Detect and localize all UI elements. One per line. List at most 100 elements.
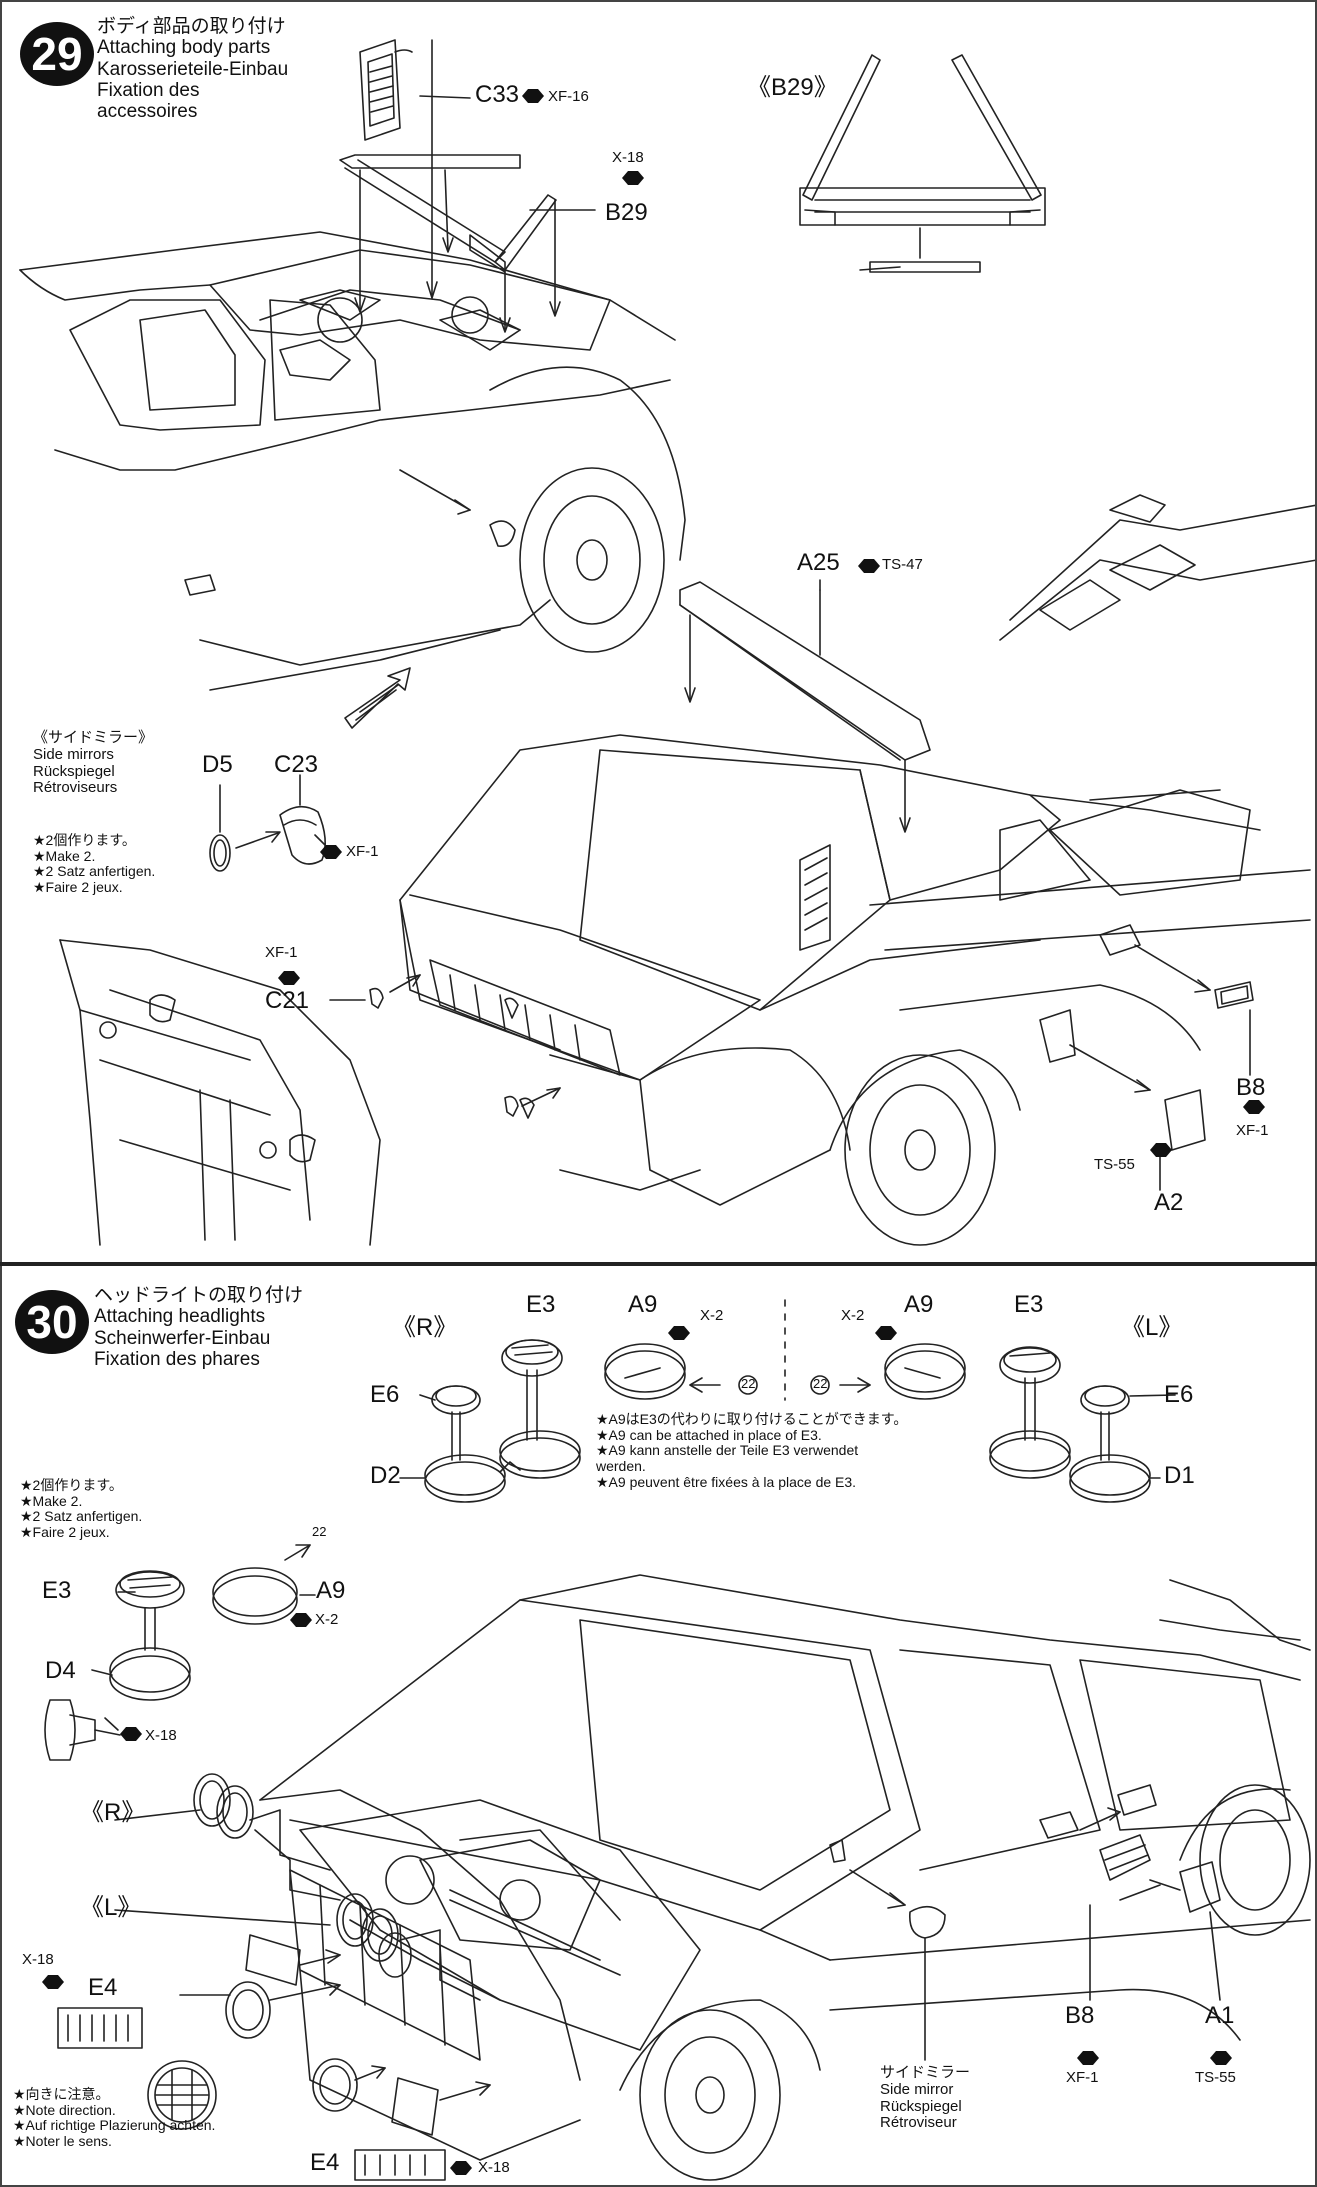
label-x18-b29: X-18 xyxy=(612,149,644,166)
step-number-badge-30: 30 xyxy=(15,1290,89,1354)
alt-note-de-1: ★A9 kann anstelle der Teile E3 verwendet xyxy=(596,1442,859,1459)
side-mirror-de: Rückspiegel xyxy=(880,2097,962,2115)
step29-title-fr-2: accessoires xyxy=(97,101,198,123)
label-b8: B8 xyxy=(1236,1074,1266,1101)
label-e3-small: E3 xyxy=(42,1577,72,1604)
part-b29 xyxy=(339,154,596,333)
side-mirror-ja: サイドミラー xyxy=(880,2064,971,2081)
label-b29-view: 《B29》 xyxy=(747,74,838,101)
make2-note-block: ★2個作ります。 ★Make 2. ★2 Satz anfertigen. ★F… xyxy=(20,1477,143,1541)
label-d1: D1 xyxy=(1164,1462,1195,1489)
label-e6-right: E6 xyxy=(1164,1381,1194,1408)
headlight-detail-left xyxy=(44,1544,311,1761)
side-mirrors-note-de: ★2 Satz anfertigen. xyxy=(33,863,156,880)
label-xf1-c23: XF-1 xyxy=(346,843,379,860)
side-mirror-note-block: サイドミラー Side mirror Rückspiegel Rétrovise… xyxy=(880,2064,971,2132)
label-a2: A2 xyxy=(1154,1189,1184,1216)
side-mirror-fr: Rétroviseur xyxy=(880,2114,957,2132)
make2-de: ★2 Satz anfertigen. xyxy=(20,1508,143,1525)
side-mirrors-heading-de: Rückspiegel xyxy=(33,762,115,780)
label-e4-bottom: E4 xyxy=(310,2149,340,2176)
label-a1: A1 xyxy=(1205,2002,1235,2029)
side-mirrors-note-ja: ★2個作ります。 xyxy=(33,832,136,848)
label-x2-small: X-2 xyxy=(315,1611,339,1628)
label-xf1-c21: XF-1 xyxy=(265,944,298,961)
direction-note-block: ★向きに注意。 ★Note direction. ★Auf richtige P… xyxy=(13,2086,216,2150)
label-x18-d4: X-18 xyxy=(145,1727,177,1744)
direction-note-de: ★Auf richtige Plazierung achten. xyxy=(13,2117,216,2134)
label-b8-step30: B8 xyxy=(1065,2002,1095,2029)
label-x18-bottom: X-18 xyxy=(478,2159,510,2176)
label-a9-small: A9 xyxy=(316,1577,346,1604)
side-mirrors-heading-en: Side mirrors xyxy=(33,745,114,763)
decal-22-small: 22 xyxy=(312,1524,327,1539)
alt-note-fr: ★A9 peuvent être fixées à la place de E3… xyxy=(596,1473,857,1490)
step29-car-rear xyxy=(59,939,381,1246)
alt-note-block: ★A9はE3の代わりに取り付けることができます。 ★A9 can be atta… xyxy=(596,1411,908,1490)
step30-title-de: Scheinwerfer-Einbau xyxy=(94,1327,271,1349)
part-a25 xyxy=(679,581,931,833)
step29-title-ja: ボディ部品の取り付け xyxy=(97,16,286,37)
make2-ja: ★2個作ります。 xyxy=(20,1477,123,1493)
label-l-side: 《L》 xyxy=(80,1894,142,1921)
step29-title-de: Karosserieteile-Einbau xyxy=(97,58,289,80)
make2-en: ★Make 2. xyxy=(20,1492,83,1509)
decal-22-right: 22 xyxy=(813,1376,828,1391)
side-mirror-en: Side mirror xyxy=(880,2080,954,2098)
label-c21: C21 xyxy=(265,987,310,1014)
label-r-side: 《R》 xyxy=(80,1799,146,1826)
label-e4-top: E4 xyxy=(88,1974,118,2001)
mirror-parts xyxy=(209,774,561,1117)
headlight-assembly-l xyxy=(810,1343,1151,1503)
step-divider xyxy=(0,1262,1317,1266)
label-d4: D4 xyxy=(45,1657,76,1684)
label-xf16: XF-16 xyxy=(548,88,589,105)
alt-note-ja: ★A9はE3の代わりに取り付けることができます。 xyxy=(596,1411,908,1427)
step30-title-en: Attaching headlights xyxy=(94,1306,266,1328)
label-r-top: 《R》 xyxy=(392,1314,458,1341)
label-c33: C33 xyxy=(475,81,520,108)
label-x2-right: X-2 xyxy=(841,1307,865,1324)
side-mirrors-block: 《サイドミラー》 Side mirrors Rückspiegel Rétrov… xyxy=(33,729,154,797)
alt-note-de-2: werden. xyxy=(596,1458,646,1475)
b29-detail xyxy=(799,54,1046,273)
side-mirrors-heading-fr: Rétroviseurs xyxy=(33,779,118,797)
label-x18-e4: X-18 xyxy=(22,1951,54,1968)
step29-side-parts xyxy=(1069,944,1254,1191)
step30-parts xyxy=(57,1717,1221,2181)
step30-car xyxy=(259,1574,1311,2181)
make2-fr: ★Faire 2 jeux. xyxy=(20,1524,110,1541)
step30-title-block: ヘッドライトの取り付け Attaching headlights Scheinw… xyxy=(94,1285,303,1370)
step29-title-fr-1: Fixation des xyxy=(97,79,200,101)
step30-title-ja: ヘッドライトの取り付け xyxy=(94,1285,304,1306)
label-xf1-b8: XF-1 xyxy=(1236,1122,1269,1139)
direction-note-en: ★Note direction. xyxy=(13,2101,116,2118)
label-a9-left: A9 xyxy=(628,1291,658,1318)
label-a9-right: A9 xyxy=(904,1291,934,1318)
direction-note-fr: ★Noter le sens. xyxy=(13,2133,112,2150)
step29-car-body xyxy=(19,231,686,729)
paint-markers xyxy=(42,89,1265,2175)
label-ts47: TS-47 xyxy=(882,556,923,573)
side-mirrors-heading-ja: 《サイドミラー》 xyxy=(33,729,154,746)
label-e6-left: E6 xyxy=(370,1381,400,1408)
label-ts55-a2: TS-55 xyxy=(1094,1156,1135,1173)
headlight-assembly-r xyxy=(424,1339,758,1503)
alt-note-en: ★A9 can be attached in place of E3. xyxy=(596,1426,822,1443)
label-xf1-step30: XF-1 xyxy=(1066,2069,1099,2086)
roof-context xyxy=(999,494,1317,641)
step29-car-front xyxy=(399,734,1311,1246)
label-c23: C23 xyxy=(274,751,319,778)
label-b29: B29 xyxy=(605,199,648,226)
step29-title-block: ボディ部品の取り付け Attaching body parts Karosser… xyxy=(97,16,288,122)
step-number-badge-29: 29 xyxy=(20,22,94,86)
step30-leaders xyxy=(91,1394,1176,1676)
side-mirrors-note-fr: ★Faire 2 jeux. xyxy=(33,879,123,896)
side-mirrors-note-block: ★2個作ります。 ★Make 2. ★2 Satz anfertigen. ★F… xyxy=(33,832,156,896)
label-x2-left: X-2 xyxy=(700,1307,724,1324)
label-a25: A25 xyxy=(797,549,840,576)
decal-22-left: 22 xyxy=(741,1376,756,1391)
step29-title-en: Attaching body parts xyxy=(97,37,271,59)
